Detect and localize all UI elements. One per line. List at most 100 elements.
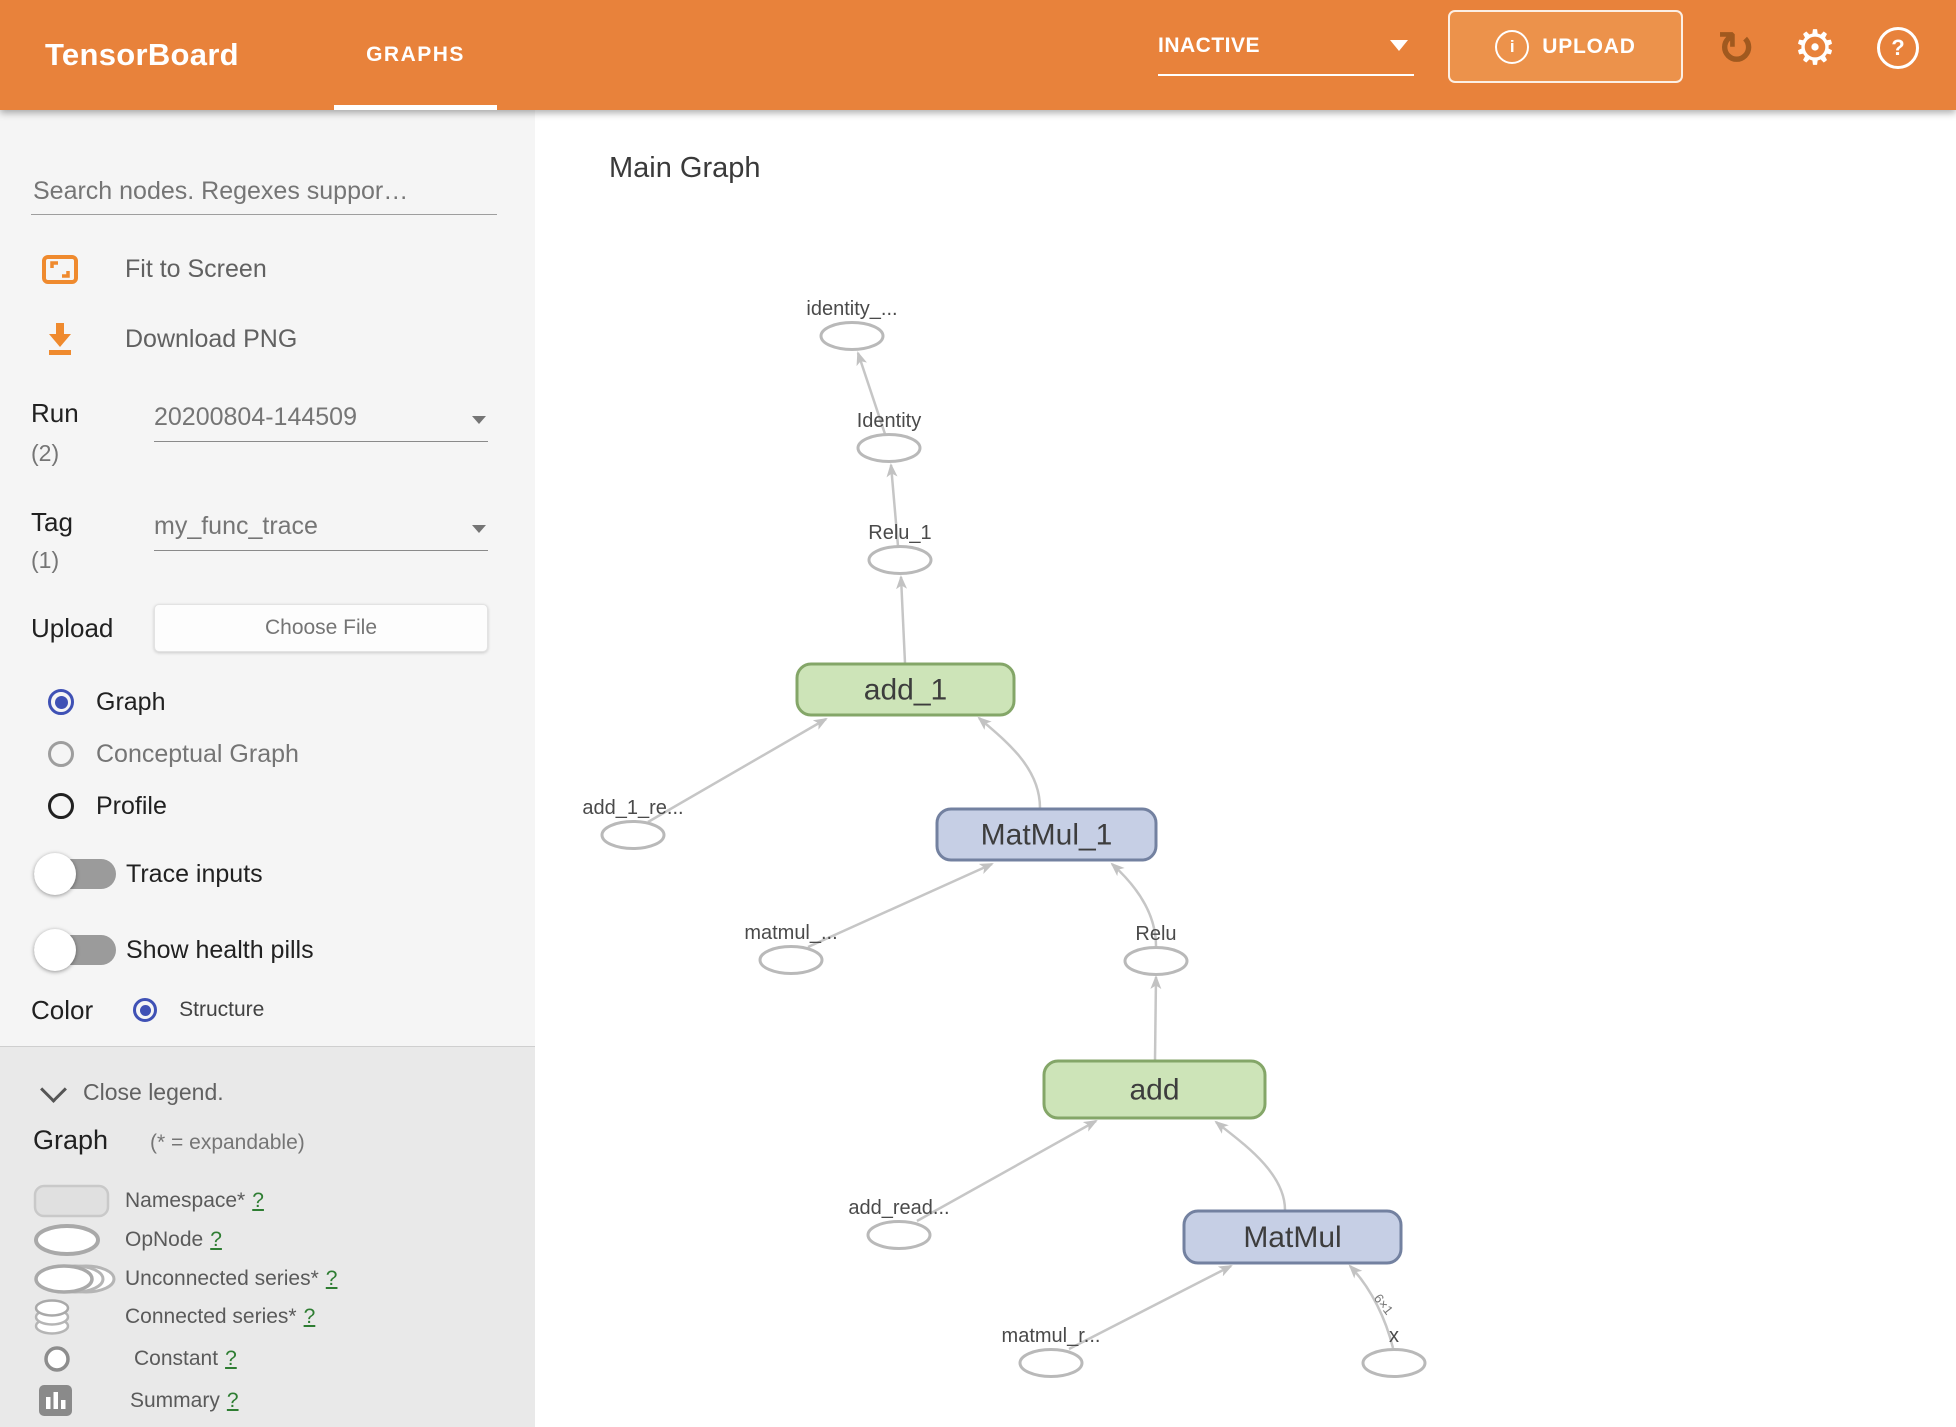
download-png-label: Download PNG (125, 324, 298, 353)
help-link[interactable]: ? (226, 1389, 239, 1412)
help-link[interactable]: ? (225, 1347, 237, 1370)
refresh-icon[interactable]: ↻ (1716, 22, 1756, 74)
edge-add_read-to-add (916, 1119, 1098, 1223)
help-link[interactable]: ? (252, 1189, 264, 1212)
opnode-Identity[interactable]: Identity (856, 410, 922, 463)
opnode-Relu[interactable]: Relu (1123, 923, 1189, 976)
opnode-matmul_r[interactable]: matmul_r... (1002, 1325, 1101, 1378)
choose-file-button[interactable]: Choose File (154, 604, 488, 652)
group-node-MatMul_1[interactable]: MatMul_1 (935, 807, 1158, 862)
radio-unselected-icon (48, 741, 74, 767)
opnode-add_read[interactable]: add_read... (848, 1197, 950, 1250)
opnode-label: Relu (1135, 923, 1176, 945)
opnode-ellipse[interactable] (866, 1220, 932, 1250)
app-title: TensorBoard (45, 37, 239, 72)
group-node-MatMul[interactable]: MatMul (1182, 1209, 1403, 1265)
radio-profile-label: Profile (96, 791, 167, 820)
opnode-add_1_re[interactable]: add_1_re... (582, 797, 684, 850)
opnode-ellipse[interactable] (600, 820, 666, 850)
opnode-ellipse[interactable] (819, 321, 885, 351)
group-node-label: add (1129, 1074, 1179, 1107)
toggle-off-icon (34, 928, 116, 972)
legend-item-namespace: Namespace* ? (33, 1183, 264, 1219)
chevron-down-icon (472, 525, 486, 533)
legend-heading: Graph (* = expandable) (33, 1125, 305, 1156)
group-node-add_1[interactable]: add_1 (795, 662, 1016, 717)
upload-button-label: UPLOAD (1542, 34, 1636, 58)
tab-graphs-label: GRAPHS (366, 43, 465, 66)
help-link[interactable]: ? (325, 1267, 338, 1290)
upload-button[interactable]: i UPLOAD (1448, 10, 1683, 83)
color-by-row: Color Structure (31, 992, 264, 1028)
opnode-ellipse[interactable] (758, 945, 824, 975)
summary-icon (39, 1385, 72, 1416)
opnode-ellipse[interactable] (867, 545, 933, 575)
opnode-label: Relu_1 (868, 522, 931, 544)
close-legend-label: Close legend. (83, 1079, 224, 1105)
status-dropdown-value: INACTIVE (1158, 34, 1261, 57)
radio-graph[interactable]: Graph (48, 687, 165, 717)
info-icon: i (1495, 29, 1530, 64)
opnode-ellipse[interactable] (1123, 946, 1189, 976)
opnode-ellipse[interactable] (1361, 1348, 1427, 1378)
radio-unselected-icon (48, 793, 74, 819)
opnode-matmul_[interactable]: matmul_... (744, 922, 838, 975)
group-node-rect[interactable] (1182, 1209, 1403, 1265)
fit-to-screen-icon (42, 255, 78, 284)
legend-item-summary: Summary ? (33, 1383, 239, 1419)
page-title: Main Graph (609, 152, 761, 184)
toggle-off-icon (34, 852, 116, 896)
legend-panel: Close legend. Graph (* = expandable) Nam… (0, 1046, 535, 1427)
legend-item-opnode: OpNode ? (33, 1222, 222, 1258)
radio-graph-label: Graph (96, 687, 166, 716)
show-health-pills-toggle[interactable]: Show health pills (34, 928, 314, 972)
help-icon[interactable]: ? (1868, 0, 1928, 96)
help-link[interactable]: ? (210, 1228, 222, 1251)
run-dropdown[interactable]: 20200804-144509 (154, 403, 488, 442)
edge-add-to-Relu (1150, 975, 1162, 1061)
close-legend-button[interactable]: Close legend. (40, 1076, 224, 1106)
trace-inputs-toggle[interactable]: Trace inputs (34, 852, 263, 896)
tab-active-underline (334, 105, 497, 110)
radio-conceptual-graph[interactable]: Conceptual Graph (48, 739, 299, 769)
opnode-label: matmul_... (744, 922, 837, 944)
help-link[interactable]: ? (303, 1305, 316, 1328)
legend-graph-label: Graph (33, 1125, 109, 1155)
sidebar: Fit to Screen Download PNG Run (2) 20200… (0, 110, 535, 1427)
edge-add_1-to-Relu_1 (896, 575, 908, 664)
edge-MatMul-to-add (1214, 1120, 1287, 1211)
settings-gear-icon[interactable]: ⚙ (1793, 22, 1837, 75)
legend-item-unconnected-series: Unconnected series* ? (33, 1261, 337, 1297)
run-label: Run (31, 398, 79, 428)
search-input[interactable] (31, 168, 497, 215)
group-node-rect[interactable] (935, 807, 1158, 862)
opnode-x[interactable]: x (1361, 1325, 1427, 1378)
opnode-identity_out[interactable]: identity_... (806, 298, 898, 351)
edge-Relu-to-MatMul_1 (1110, 862, 1158, 947)
radio-profile[interactable]: Profile (48, 791, 167, 821)
radio-conceptual-graph-label: Conceptual Graph (96, 739, 299, 768)
chevron-down-icon (1390, 40, 1408, 51)
fit-to-screen-button[interactable]: Fit to Screen (41, 250, 267, 288)
opnode-ellipse[interactable] (856, 433, 922, 463)
download-png-button[interactable]: Download PNG (41, 320, 297, 358)
edge-Relu_1-to-Identity (886, 463, 900, 547)
run-dropdown-value: 20200804-144509 (154, 403, 357, 431)
status-dropdown[interactable]: INACTIVE (1158, 18, 1414, 76)
upload-label: Upload (31, 613, 114, 643)
radio-structure[interactable] (133, 998, 158, 1022)
opnode-Relu_1[interactable]: Relu_1 (867, 522, 933, 575)
group-node-rect[interactable] (795, 662, 1016, 717)
tag-dropdown[interactable]: my_func_trace (154, 512, 488, 551)
opnode-ellipse[interactable] (1018, 1348, 1084, 1378)
group-node-rect[interactable] (1042, 1059, 1267, 1120)
tag-count: (1) (31, 547, 60, 573)
legend-item-connected-series: Connected series* ? (33, 1299, 315, 1335)
group-node-add[interactable]: add (1042, 1059, 1267, 1120)
opnode-label: matmul_r... (1002, 1325, 1101, 1347)
unconnected-series-icon (34, 1264, 116, 1294)
tag-dropdown-value: my_func_trace (154, 512, 318, 540)
tab-graphs[interactable]: GRAPHS (334, 0, 497, 110)
run-count: (2) (31, 440, 60, 466)
tag-label: Tag (31, 507, 73, 537)
